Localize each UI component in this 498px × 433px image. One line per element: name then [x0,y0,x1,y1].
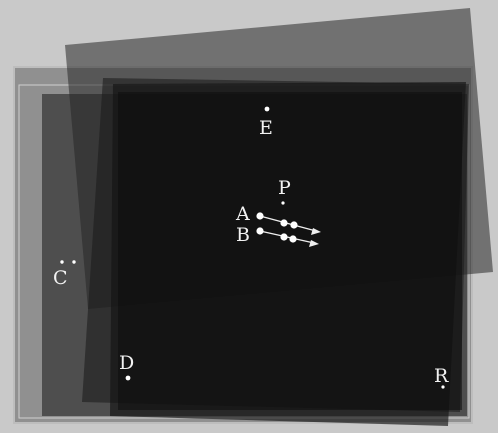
label-r: R [434,365,449,387]
central-dark-region [118,92,462,410]
star-d [125,375,131,381]
star-r [441,385,445,389]
track-b-arrowhead [309,240,319,247]
object-a-start [256,212,264,220]
star-p [281,201,285,205]
object-a-pos-3 [290,221,298,229]
object-b-pos-2 [280,233,288,241]
label-b: B [236,224,250,246]
label-a: A [235,203,250,225]
star-markers [60,106,445,389]
object-b-pos-3 [289,235,297,243]
track-a-line [259,215,317,232]
star-e [264,106,270,112]
star-c-1 [60,260,64,264]
label-p: P [278,177,291,199]
label-d: D [119,352,134,374]
label-e: E [259,117,273,139]
motion-tracks [256,212,321,247]
object-b-start [256,227,264,235]
track-a-arrowhead [311,228,321,235]
star-c-2 [72,260,76,264]
object-a-pos-2 [280,219,288,227]
label-c: C [53,267,68,289]
